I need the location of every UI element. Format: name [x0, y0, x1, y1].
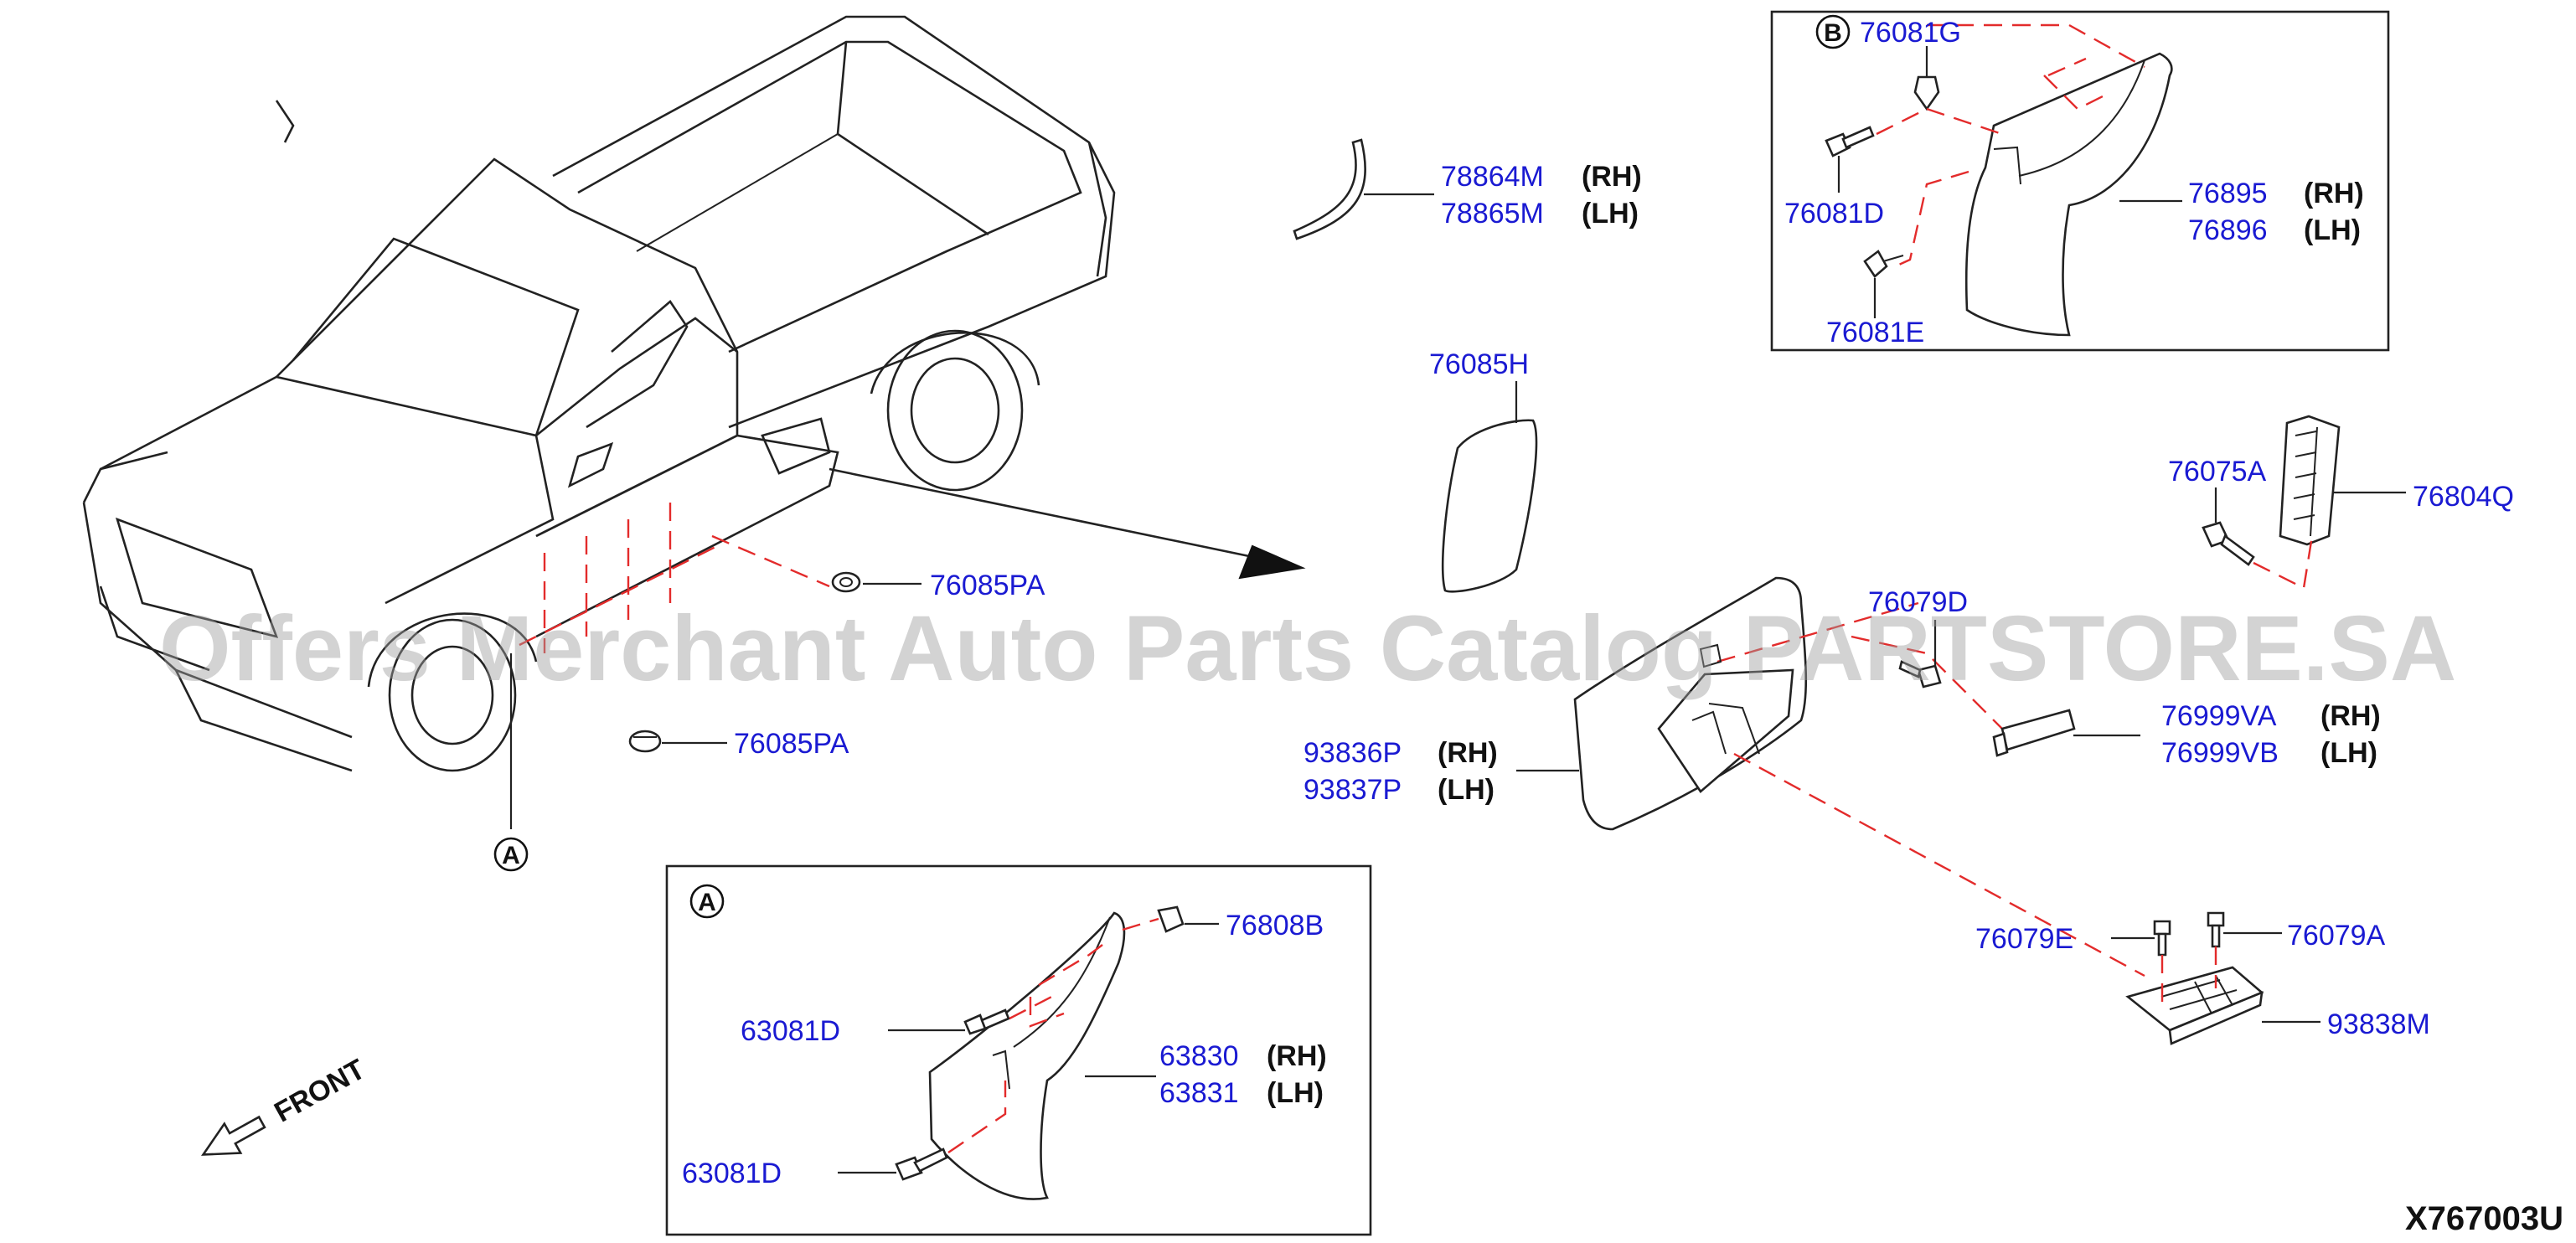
label-63081d-lower: 63081D — [682, 1158, 782, 1189]
side-78865m: (LH) — [1582, 198, 1639, 230]
bracket-93838m — [2125, 966, 2320, 1045]
label-63831: 63831 — [1159, 1077, 1239, 1109]
protector-76085h — [1441, 381, 1538, 593]
side-93837p: (LH) — [1438, 774, 1494, 806]
watermark-text: Offers Merchant Auto Parts Catalog PARTS… — [159, 597, 2456, 700]
label-76999vb: 76999VB — [2161, 737, 2279, 769]
clip-76085pa-upper — [831, 571, 921, 593]
label-63081d-upper: 63081D — [741, 1015, 840, 1047]
diagram-code: X767003U — [2405, 1200, 2563, 1237]
marker-b-inset-label: B — [1824, 19, 1842, 47]
label-76079e: 76079E — [1975, 923, 2073, 955]
marker-a-main-label: A — [502, 842, 520, 869]
bracket-76804q — [2279, 415, 2406, 546]
label-76896: 76896 — [2188, 214, 2268, 246]
label-76085h: 76085H — [1429, 348, 1529, 380]
wheel-arch-molding — [1293, 138, 1434, 240]
label-76079d: 76079D — [1868, 586, 1968, 618]
bolt-76079e — [2111, 920, 2171, 1005]
bolt-76075a — [2202, 487, 2314, 590]
label-76085pa-upper: 76085PA — [930, 570, 1045, 601]
label-76081d: 76081D — [1784, 198, 1884, 230]
side-63830: (RH) — [1267, 1040, 1327, 1072]
marker-a-main: A — [493, 837, 529, 872]
label-76085pa-lower: 76085PA — [734, 728, 849, 760]
label-63830: 63830 — [1159, 1040, 1239, 1072]
side-93836p: (RH) — [1438, 737, 1498, 769]
label-76808b: 76808B — [1226, 910, 1324, 941]
cover-76999va — [1992, 709, 2140, 757]
marker-a-inset-label: A — [698, 889, 716, 916]
label-76079a: 76079A — [2287, 920, 2386, 952]
side-63831: (LH) — [1267, 1077, 1324, 1109]
clip-76079d — [1898, 620, 1942, 689]
inset-a-front-mudguard: A — [665, 864, 1372, 1236]
inset-b-rear-mudguard: B — [1770, 10, 2390, 352]
part-labels: 78864M (RH) 78865M (LH) 76081G 76081D 76… — [682, 17, 2514, 1189]
label-93836p: 93836P — [1303, 737, 1402, 769]
label-93837p: 93837P — [1303, 774, 1402, 806]
label-76075a: 76075A — [2168, 456, 2267, 487]
label-76999va: 76999VA — [2161, 700, 2277, 732]
label-76081e: 76081E — [1826, 317, 1924, 348]
label-78865m: 78865M — [1441, 198, 1544, 230]
label-76804q: 76804Q — [2413, 481, 2514, 513]
side-76999va: (RH) — [2320, 700, 2381, 732]
side-76896: (LH) — [2304, 214, 2361, 246]
front-label: FRONT — [269, 1053, 370, 1128]
label-78864m: 78864M — [1441, 161, 1544, 193]
side-76999vb: (LH) — [2320, 737, 2377, 769]
pickup-truck-illustration — [82, 15, 1306, 829]
protector-93836p — [1516, 576, 2145, 977]
clip-76085pa-lower — [628, 730, 727, 753]
label-93838m: 93838M — [2327, 1008, 2430, 1040]
side-76895: (RH) — [2304, 178, 2364, 209]
label-76081g: 76081G — [1860, 17, 1961, 49]
side-78864m: (RH) — [1582, 161, 1642, 193]
bolt-76079a — [2207, 911, 2282, 988]
front-direction-indicator: FRONT — [200, 1053, 370, 1156]
label-76895: 76895 — [2188, 178, 2268, 209]
